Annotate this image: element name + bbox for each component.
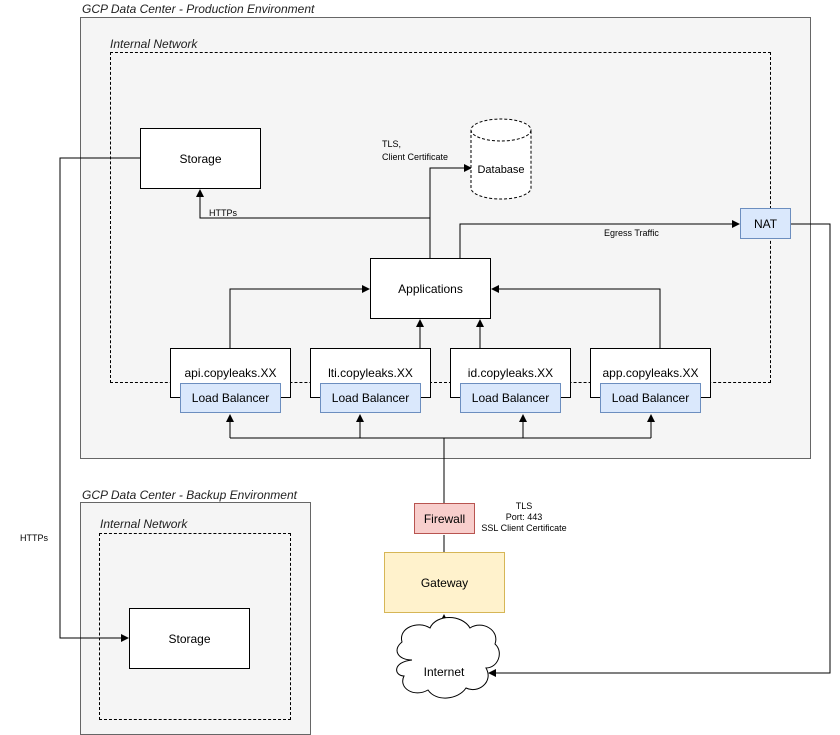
storage-backup: Storage bbox=[129, 608, 250, 669]
service-api-host: api.copyleaks.XX bbox=[184, 366, 277, 380]
firewall-tls-note: TLS Port: 443 SSL Client Certificate bbox=[474, 501, 574, 534]
applications-label: Applications bbox=[398, 281, 463, 296]
load-balancer-label: Load Balancer bbox=[331, 391, 410, 405]
backup-internal-network bbox=[99, 533, 291, 720]
load-balancer-label: Load Balancer bbox=[611, 391, 690, 405]
production-zone-title: GCP Data Center - Production Environment bbox=[82, 2, 315, 16]
edge-label-client-cert: Client Certificate bbox=[382, 152, 449, 162]
backup-internal-network-label: Internal Network bbox=[100, 517, 188, 531]
production-internal-network-label: Internal Network bbox=[110, 37, 198, 51]
gateway-box: Gateway bbox=[384, 552, 505, 613]
nat-label: NAT bbox=[753, 216, 778, 231]
edge-app-database bbox=[429, 164, 472, 258]
edge-label-https-storage: HTTPs bbox=[209, 208, 237, 218]
load-balancer-lti: Load Balancer bbox=[320, 383, 421, 413]
service-id-host: id.copyleaks.XX bbox=[467, 366, 554, 380]
storage-backup-label: Storage bbox=[168, 631, 211, 646]
storage-production-label: Storage bbox=[179, 151, 222, 166]
load-balancer-id: Load Balancer bbox=[460, 383, 561, 413]
edge-api-app bbox=[229, 285, 370, 348]
edge-label-egress: Egress Traffic bbox=[604, 228, 659, 238]
load-balancer-label: Load Balancer bbox=[471, 391, 550, 405]
backup-zone-title: GCP Data Center - Backup Environment bbox=[82, 488, 297, 502]
service-lti-host: lti.copyleaks.XX bbox=[328, 366, 413, 380]
internet-label: Internet bbox=[423, 665, 465, 679]
database-label: Database bbox=[477, 164, 525, 176]
database-cylinder bbox=[470, 118, 532, 200]
nat-box: NAT bbox=[740, 208, 791, 239]
internet-cloud bbox=[396, 617, 500, 699]
edge-app-storage bbox=[196, 189, 430, 219]
firewall-tls-line1: TLS bbox=[515, 501, 533, 511]
load-balancer-api: Load Balancer bbox=[180, 383, 281, 413]
load-balancer-app: Load Balancer bbox=[600, 383, 701, 413]
firewall-box: Firewall bbox=[414, 503, 475, 534]
backup-zone bbox=[80, 502, 311, 735]
firewall-tls-line2: Port: 443 bbox=[505, 512, 543, 522]
edge-app-nat bbox=[459, 220, 740, 258]
storage-production: Storage bbox=[140, 128, 261, 189]
applications-box: Applications bbox=[370, 258, 491, 319]
edge-storage-backup bbox=[59, 157, 140, 642]
gateway-label: Gateway bbox=[420, 575, 469, 590]
edge-label-tls: TLS, bbox=[382, 139, 402, 149]
edge-nat-internet bbox=[488, 223, 831, 677]
service-app-host: app.copyleaks.XX bbox=[602, 366, 699, 380]
firewall-label: Firewall bbox=[423, 511, 466, 526]
edge-app-svc-app bbox=[491, 285, 661, 348]
load-balancer-label: Load Balancer bbox=[191, 391, 270, 405]
firewall-tls-line3: SSL Client Certificate bbox=[481, 523, 567, 533]
edge-label-https-backup: HTTPs bbox=[20, 533, 48, 543]
